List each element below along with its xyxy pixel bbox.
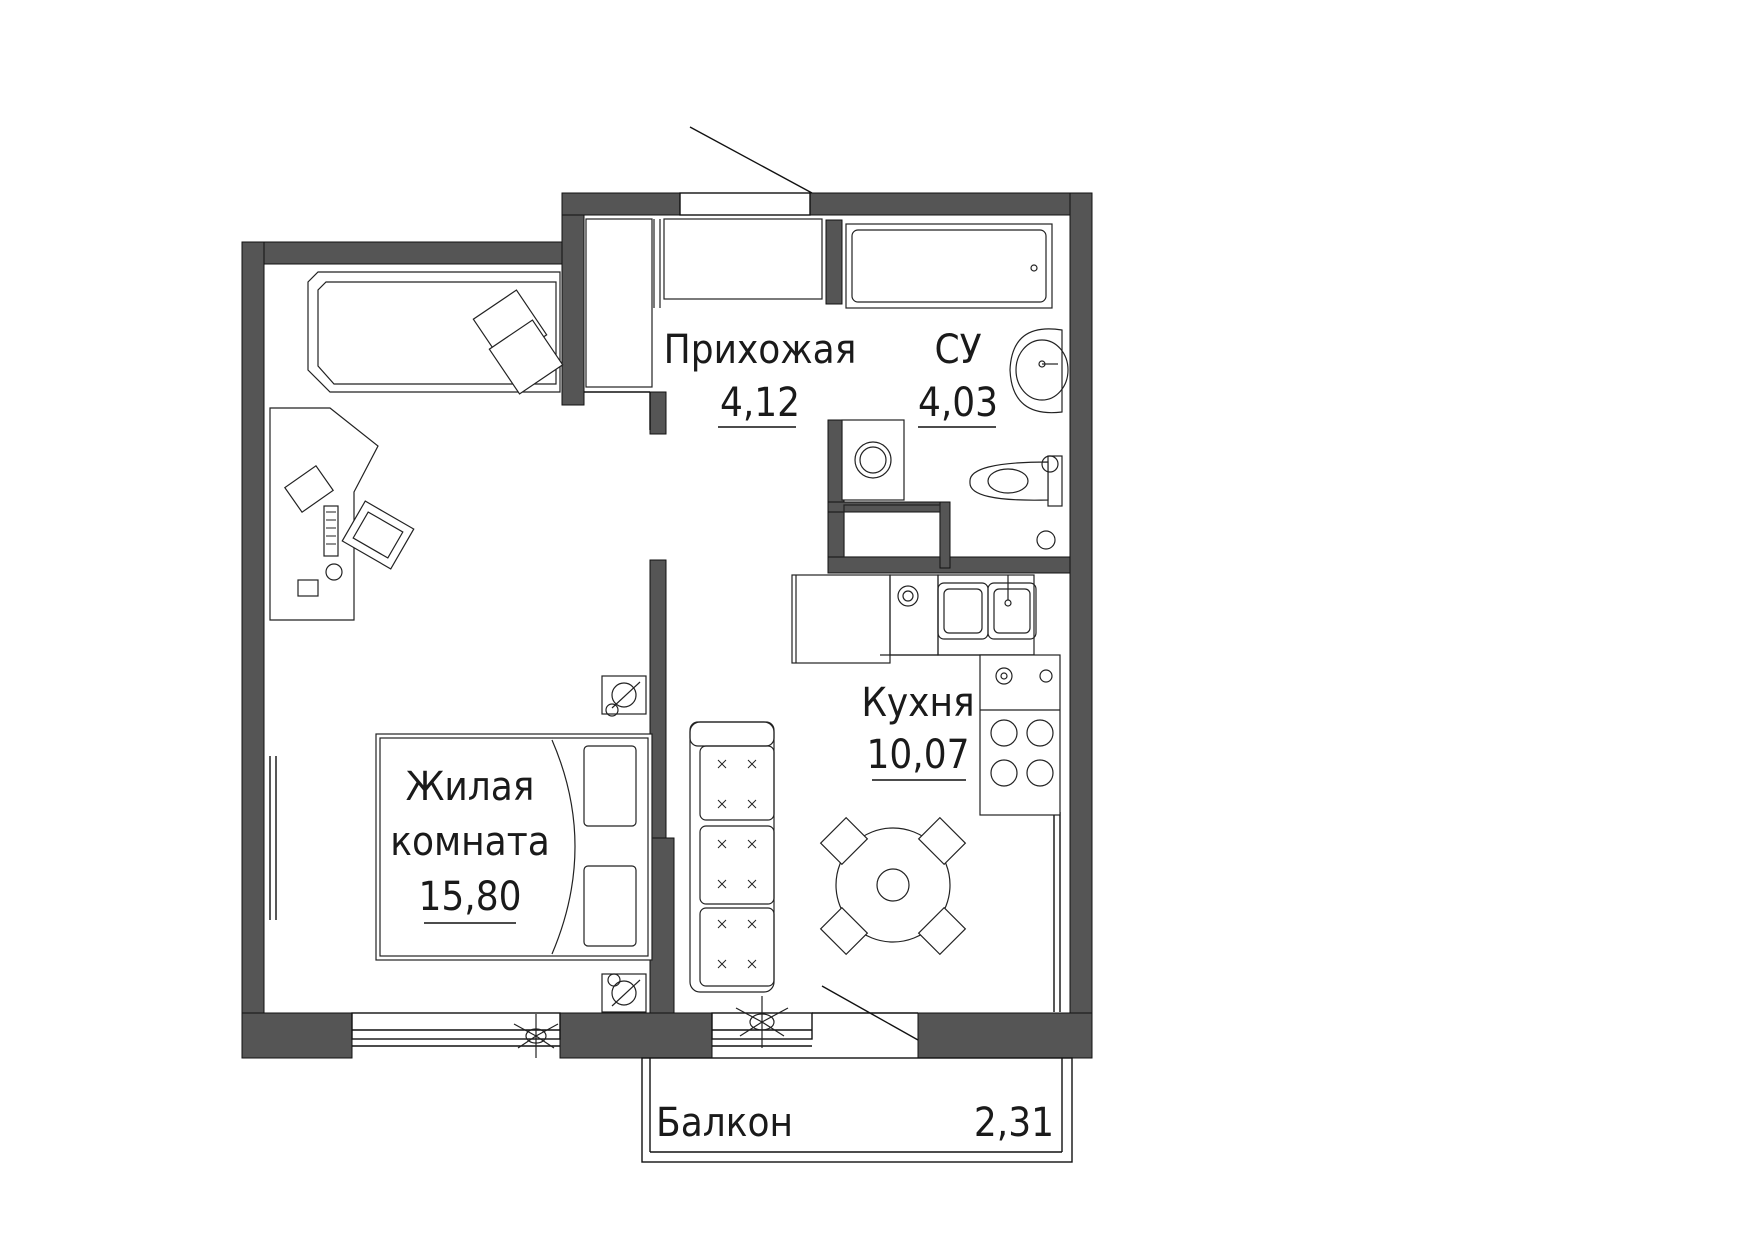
- wall-left: [241, 241, 265, 1059]
- nightstand-icon: [601, 973, 647, 1013]
- wall-right: [1069, 192, 1093, 1059]
- room-name-living-line1: Жилая: [406, 764, 535, 810]
- openings: [269, 126, 1073, 1163]
- room-label-balcony: Балкон 2,31: [656, 1100, 1054, 1146]
- desk-icon: [269, 407, 379, 621]
- room-name-living-line2: комната: [390, 819, 550, 865]
- room-area-living: 15,80: [419, 874, 522, 920]
- walls: [241, 192, 1093, 1059]
- wall-bottom-a: [241, 1012, 353, 1059]
- dining-table-icon: [819, 816, 967, 956]
- stove-icon: [979, 654, 1061, 816]
- plant-icon: [513, 1014, 559, 1058]
- partition-bath-midv: [939, 501, 951, 569]
- daybed-icon: [307, 271, 564, 395]
- lamp-icon: [325, 563, 343, 581]
- room-label-living: Жилая комната 15,80: [390, 764, 550, 924]
- kitchen-sink-icon: [937, 575, 1037, 640]
- room-area-bathroom: 4,03: [918, 380, 998, 426]
- bed-icon: [375, 733, 653, 961]
- wall-bottom-c: [917, 1012, 1093, 1059]
- sink-icon: [1009, 328, 1069, 414]
- room-name-bathroom: СУ: [934, 327, 981, 373]
- phone-icon: [297, 579, 319, 597]
- wall-left-top: [241, 241, 563, 265]
- kettle-icon: [897, 585, 919, 607]
- room-area-kitchen: 10,07: [867, 732, 970, 778]
- partition-living-kitchen-lower: [649, 837, 675, 1014]
- partition-bath-v: [825, 219, 843, 305]
- nightstand-icon: [601, 675, 647, 717]
- partition-bath-mid: [827, 501, 949, 513]
- wall-upper-left: [561, 192, 585, 406]
- room-name-kitchen: Кухня: [861, 680, 974, 726]
- wall-upper-top-a: [561, 192, 681, 216]
- closet-icon: [585, 218, 653, 388]
- room-label-bathroom: СУ 4,03: [918, 327, 998, 428]
- sofa-icon: [689, 721, 775, 993]
- bath-cabinet-icon: [843, 504, 941, 558]
- room-area-hallway: 4,12: [720, 380, 800, 426]
- drain-icon: [1036, 530, 1056, 550]
- plant-icon: [735, 996, 789, 1048]
- room-area-balcony: 2,31: [974, 1100, 1054, 1146]
- room-name-balcony: Балкон: [656, 1100, 793, 1146]
- balcony-outline: [641, 1057, 1073, 1163]
- chair-icon: [819, 816, 967, 956]
- chair-icon: [341, 500, 415, 570]
- pillow-icon: [472, 289, 564, 395]
- wall-bottom-b: [559, 1012, 713, 1059]
- toilet-icon: [969, 455, 1063, 507]
- room-label-hallway: Прихожая 4,12: [664, 327, 857, 428]
- wardrobe-icon: [653, 218, 823, 308]
- wall-upper-top-b: [809, 192, 1093, 216]
- pillow-icon: [583, 745, 637, 947]
- room-label-kitchen: Кухня 10,07: [861, 680, 975, 781]
- kitchen-counter-icon: [791, 574, 1035, 664]
- entrance-door-swing-icon: [689, 126, 813, 194]
- partition-hall-small: [649, 391, 667, 435]
- washing-machine-icon: [841, 419, 905, 501]
- bath-icon: [845, 223, 1053, 309]
- room-name-hallway: Прихожая: [664, 327, 857, 373]
